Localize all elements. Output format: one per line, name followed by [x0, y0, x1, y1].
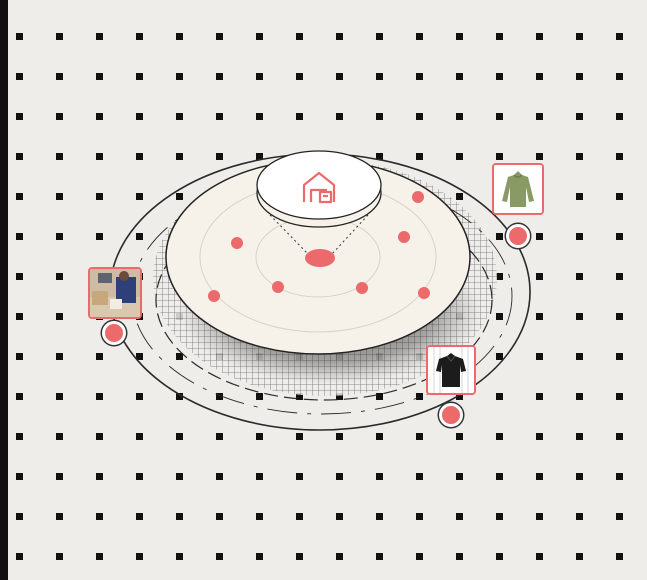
location-dot — [272, 281, 284, 293]
center-spot — [305, 249, 335, 267]
card-sweater[interactable] — [492, 163, 544, 215]
warehouse-workers-photo — [90, 269, 140, 317]
location-dot — [356, 282, 368, 294]
location-dot — [418, 287, 430, 299]
pin-workers[interactable] — [102, 321, 126, 345]
black-shirt-photo — [428, 347, 474, 393]
location-dot — [412, 191, 424, 203]
pin-sweater[interactable] — [506, 224, 530, 248]
card-workers[interactable] — [88, 267, 142, 319]
location-dot — [208, 290, 220, 302]
location-dot — [398, 231, 410, 243]
pin-shirt[interactable] — [439, 403, 463, 427]
green-sweater-photo — [494, 165, 542, 213]
card-shirt[interactable] — [426, 345, 476, 395]
location-dot — [231, 237, 243, 249]
